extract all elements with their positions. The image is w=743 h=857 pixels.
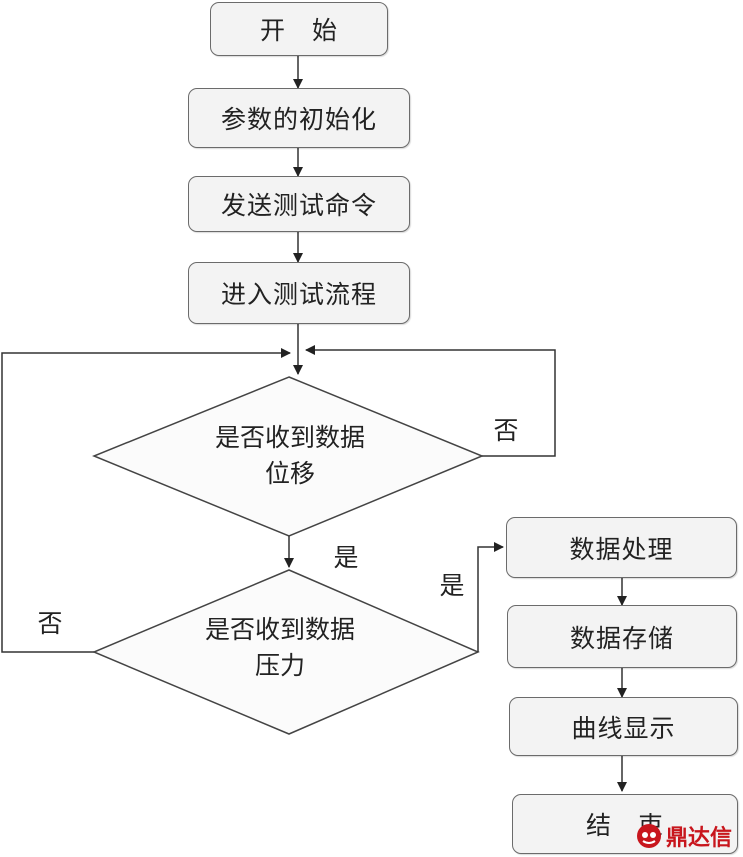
decision-pressure-line2: 压力 bbox=[254, 651, 305, 680]
decision-pressure-line1: 是否收到数据 bbox=[204, 615, 355, 644]
loop-disp-no bbox=[305, 345, 556, 457]
decision-pressure bbox=[92, 569, 480, 735]
node-send: 发送测试命令 bbox=[188, 176, 410, 232]
loop-press-no bbox=[1, 348, 291, 653]
node-start: 开 始 bbox=[210, 2, 388, 56]
label-press-no: 否 bbox=[37, 609, 63, 638]
label-disp-no: 否 bbox=[493, 416, 519, 445]
decision-displacement-line1: 是否收到数据 bbox=[214, 423, 365, 452]
decision-displacement-line2: 位移 bbox=[264, 459, 315, 488]
node-enter: 进入测试流程 bbox=[188, 262, 410, 324]
node-data-process: 数据处理 bbox=[506, 517, 737, 578]
label-press-yes: 是 bbox=[439, 571, 465, 600]
arrow-press-yes bbox=[477, 542, 504, 652]
decision-pressure-label: 是否收到数据 压力 bbox=[150, 612, 410, 684]
watermark-logo: 鼎达信 bbox=[636, 815, 743, 857]
label-disp-yes: 是 bbox=[333, 543, 359, 572]
node-data-store: 数据存储 bbox=[507, 605, 737, 668]
decision-displacement-label: 是否收到数据 位移 bbox=[160, 420, 420, 492]
node-curve-display: 曲线显示 bbox=[509, 697, 738, 756]
watermark-icon bbox=[637, 824, 661, 848]
watermark-text: 鼎达信 bbox=[666, 826, 733, 851]
node-init: 参数的初始化 bbox=[188, 88, 410, 148]
